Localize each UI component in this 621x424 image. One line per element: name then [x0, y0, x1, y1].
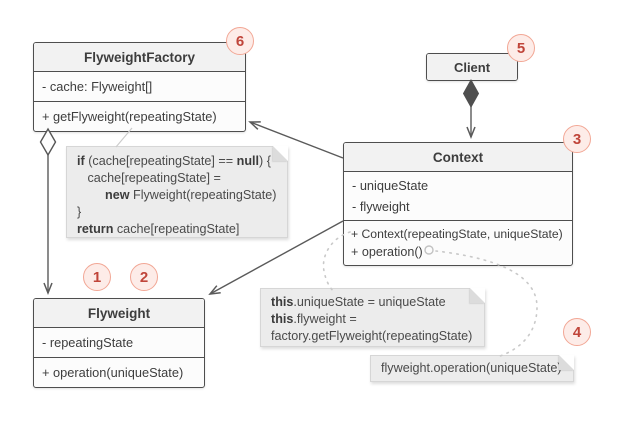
- badge-4: 4: [563, 318, 591, 346]
- class-box-flyweight-factory: FlyweightFactory - cache: Flyweight[] + …: [33, 42, 246, 132]
- method-operation: + operation(): [351, 245, 423, 259]
- class-methods-flyweight: + operation(uniqueState): [34, 357, 204, 387]
- note-factory-code: if (cache[repeatingState] == null) { cac…: [66, 146, 288, 238]
- class-box-client: Client: [426, 53, 518, 81]
- field-cache: - cache: Flyweight[]: [42, 79, 153, 94]
- field-unique-state: - uniqueState: [352, 178, 429, 193]
- class-methods-context: + Context(repeatingState, uniqueState) +…: [344, 220, 572, 265]
- class-fields-flyweight: - repeatingState: [34, 328, 204, 357]
- class-title-client: Client: [427, 54, 517, 80]
- badge-3: 3: [563, 125, 591, 153]
- class-title-flyweight: Flyweight: [34, 299, 204, 328]
- class-box-flyweight: Flyweight - repeatingState + operation(u…: [33, 298, 205, 388]
- method-get-flyweight: + getFlyweight(repeatingState): [42, 109, 217, 124]
- badge-2: 2: [130, 263, 158, 291]
- method-operation-unique: + operation(uniqueState): [42, 365, 184, 380]
- class-title-flyweight-factory: FlyweightFactory: [34, 43, 245, 72]
- composition-diamond-icon: [462, 78, 480, 109]
- class-box-context: Context - uniqueState - flyweight + Cont…: [343, 142, 573, 266]
- field-repeating-state: - repeatingState: [42, 335, 134, 350]
- field-flyweight: - flyweight: [352, 199, 410, 214]
- note-factory-code-text: if (cache[repeatingState] == null) { cac…: [77, 154, 277, 236]
- badge-1: 1: [83, 263, 111, 291]
- badge-6: 6: [226, 27, 254, 55]
- aggregation-diamond-icon: [39, 127, 57, 157]
- class-methods-flyweight-factory: + getFlyweight(repeatingState): [34, 101, 245, 131]
- note-operation-code: flyweight.operation(uniqueState): [370, 355, 574, 382]
- class-title-context: Context: [344, 143, 572, 172]
- class-fields-context: - uniqueState - flyweight: [344, 172, 572, 220]
- badge-5: 5: [507, 34, 535, 62]
- note-operation-text: flyweight.operation(uniqueState): [381, 361, 562, 375]
- class-fields-flyweight-factory: - cache: Flyweight[]: [34, 72, 245, 101]
- method-context-ctor: + Context(repeatingState, uniqueState): [351, 227, 563, 241]
